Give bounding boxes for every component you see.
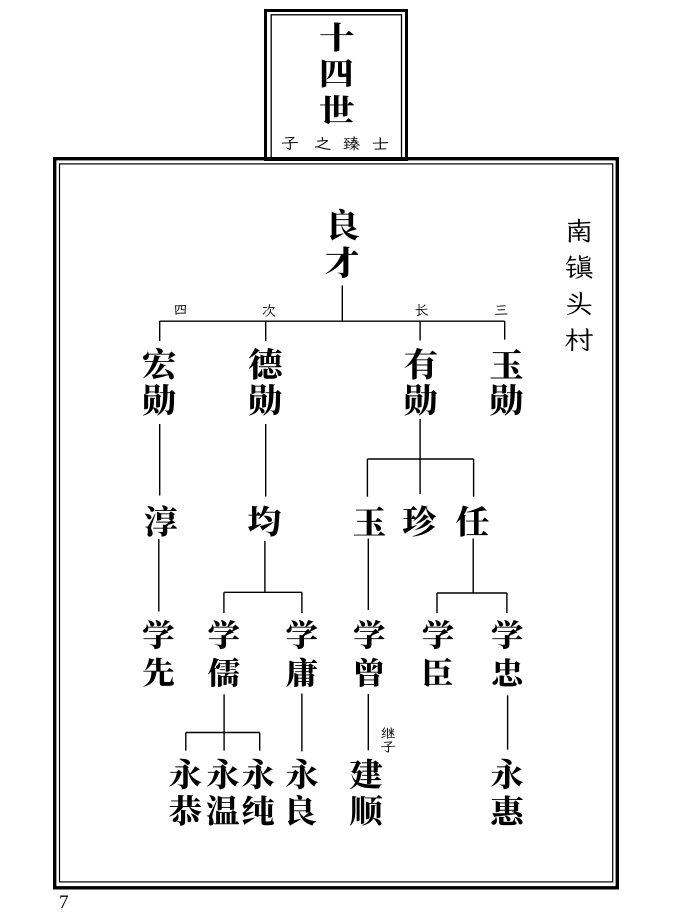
svg-text:7: 7: [59, 892, 69, 913]
